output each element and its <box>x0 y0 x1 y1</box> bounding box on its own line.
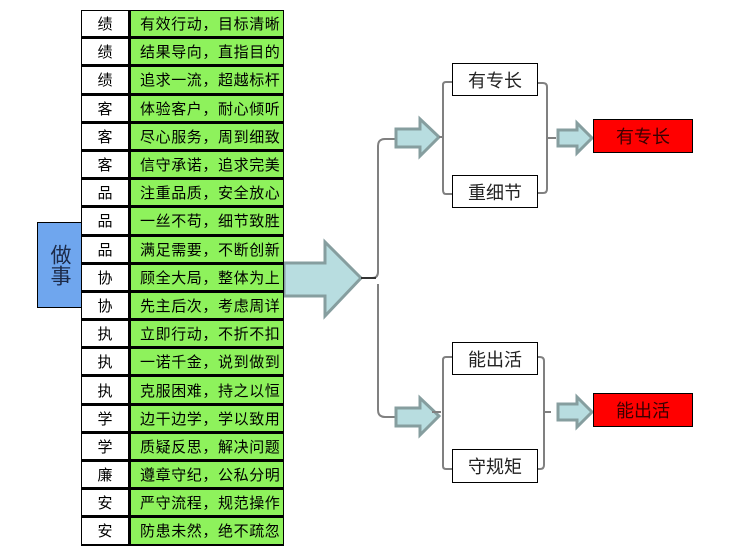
row-description: 立即行动，不折不扣 <box>129 320 284 349</box>
row-category: 执 <box>81 320 129 349</box>
row-category: 品 <box>81 207 129 236</box>
upper-right-bracket <box>537 82 556 194</box>
upper-arrow-icon <box>394 115 442 160</box>
lower-right-bracket <box>537 356 551 470</box>
table-row: 协顾全大局，整体为上 <box>81 263 286 292</box>
table-row: 客信守承诺，追求完美 <box>81 150 286 180</box>
lower-left-bracket <box>432 356 452 470</box>
root-label: 做事 <box>48 244 72 286</box>
row-category: 绩 <box>81 10 129 39</box>
row-description: 尽心服务，周到细致 <box>129 122 284 151</box>
table-row: 学边干边学，学以致用 <box>81 404 286 433</box>
row-description: 注重品质，安全放心 <box>129 179 284 208</box>
table-row: 执立即行动，不折不扣 <box>81 320 286 349</box>
row-category: 协 <box>81 263 129 292</box>
row-description: 边干边学，学以致用 <box>129 404 284 433</box>
row-description: 体验客户，耐心倾听 <box>129 94 284 123</box>
branch-node-label: 有专长 <box>468 70 522 92</box>
row-category: 廉 <box>81 461 129 490</box>
row-description: 克服困难，持之以恒 <box>129 376 284 405</box>
row-description: 满足需要，不断创新 <box>129 235 284 264</box>
upper-left-bracket <box>439 81 452 195</box>
table-row: 安严守流程，规范操作 <box>81 489 286 518</box>
row-category: 客 <box>81 122 129 151</box>
row-category: 学 <box>81 404 129 433</box>
table-row: 客尽心服务，周到细致 <box>81 122 286 151</box>
row-category: 安 <box>81 517 129 546</box>
row-category: 客 <box>81 94 129 123</box>
row-category: 学 <box>81 432 129 461</box>
row-category: 品 <box>81 235 129 264</box>
table-row: 品一丝不苟，细节致胜 <box>81 207 286 236</box>
root-node: 做事 <box>37 222 82 308</box>
branch-node-label: 能出活 <box>468 349 522 371</box>
row-category: 执 <box>81 348 129 377</box>
row-category: 客 <box>81 150 129 180</box>
big-arrow-icon <box>282 238 364 320</box>
table-row: 绩有效行动，目标清晰 <box>81 10 286 39</box>
row-description: 一丝不苟，细节致胜 <box>129 207 284 236</box>
table-row: 品满足需要，不断创新 <box>81 235 286 264</box>
row-description: 先主后次，考虑周详 <box>129 291 284 321</box>
result-node-bottom: 能出活 <box>593 393 693 427</box>
table-row: 学质疑反思，解决问题 <box>81 432 286 461</box>
lower-arrow-icon <box>394 394 442 439</box>
branch-node-top-2: 重细节 <box>452 175 538 208</box>
table-row: 客体验客户，耐心倾听 <box>81 94 286 123</box>
row-category: 安 <box>81 489 129 518</box>
table-row: 廉遵章守纪，公私分明 <box>81 461 286 490</box>
result-node-top: 有专长 <box>593 119 693 153</box>
table-row: 协先主后次，考虑周详 <box>81 291 286 321</box>
row-description: 严守流程，规范操作 <box>129 489 284 518</box>
table-row: 绩追求一流，超越标杆 <box>81 66 286 95</box>
row-description: 结果导向，直指目的 <box>129 38 284 67</box>
row-category: 绩 <box>81 66 129 95</box>
row-description: 顾全大局，整体为上 <box>129 263 284 292</box>
row-description: 有效行动，目标清晰 <box>129 10 284 39</box>
lower-result-arrow-icon <box>556 393 595 431</box>
table-row: 执一诺千金，说到做到 <box>81 348 286 377</box>
branch-node-bottom-1: 能出活 <box>452 342 538 375</box>
row-description: 防患未然，绝不疏忽 <box>129 517 284 546</box>
table-row: 安防患未然，绝不疏忽 <box>81 517 286 546</box>
upper-result-arrow-icon <box>556 119 595 157</box>
row-category: 执 <box>81 376 129 405</box>
row-description: 追求一流，超越标杆 <box>129 66 284 95</box>
result-label: 能出活 <box>616 401 670 422</box>
row-category: 协 <box>81 291 129 321</box>
table-row: 品注重品质，安全放心 <box>81 179 286 208</box>
row-description: 信守承诺，追求完美 <box>129 150 284 180</box>
row-description: 遵章守纪，公私分明 <box>129 461 284 490</box>
table-row: 执克服困难，持之以恒 <box>81 376 286 405</box>
row-description: 质疑反思，解决问题 <box>129 432 284 461</box>
table-row: 绩结果导向，直指目的 <box>81 38 286 67</box>
row-category: 品 <box>81 179 129 208</box>
branch-node-bottom-2: 守规矩 <box>452 449 538 483</box>
row-description: 一诺千金，说到做到 <box>129 348 284 377</box>
behavior-table: 绩有效行动，目标清晰绩结果导向，直指目的绩追求一流，超越标杆客体验客户，耐心倾听… <box>81 10 286 546</box>
branch-node-label: 守规矩 <box>468 457 522 478</box>
result-label: 有专长 <box>616 127 670 148</box>
branch-node-label: 重细节 <box>468 182 522 204</box>
branch-node-top-1: 有专长 <box>452 63 538 96</box>
row-category: 绩 <box>81 38 129 67</box>
